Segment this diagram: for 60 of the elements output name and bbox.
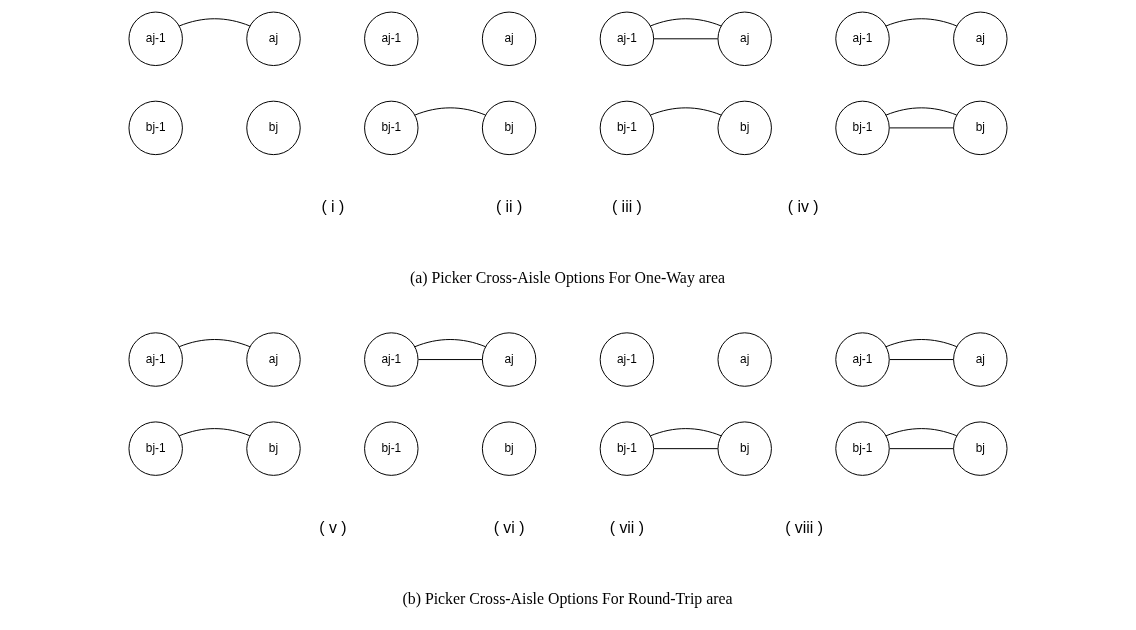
connector (889, 359, 954, 361)
connector (178, 18, 251, 27)
label: (a) Picker Cross-Aisle Options For One-Way area (409, 269, 726, 287)
label: ( iv ) (787, 197, 819, 215)
connector (417, 359, 483, 361)
node-circle: aj-1 (128, 332, 183, 387)
node-circle: aj-1 (364, 11, 419, 67)
node-circle: aj-1 (599, 11, 655, 67)
connector (414, 107, 486, 116)
node-circle: aj (481, 332, 537, 387)
node-circle: bj-1 (835, 100, 890, 156)
node-circle: aj-1 (599, 332, 655, 387)
label: ( i ) (321, 197, 345, 215)
connector (889, 448, 954, 450)
connector (653, 448, 719, 450)
node-circle: bj-1 (364, 421, 419, 476)
node-circle: aj (246, 332, 301, 387)
node-circle: bj (246, 100, 301, 156)
node-circle: aj (246, 11, 301, 67)
node-circle: bj-1 (128, 100, 183, 156)
label: ( viii ) (785, 518, 824, 536)
label: ( iii ) (611, 197, 642, 215)
node-circle: bj (717, 100, 772, 156)
node-circle: bj (717, 421, 772, 476)
node-circle: bj (953, 100, 1008, 156)
node-circle: bj (953, 421, 1008, 476)
label: ( vi ) (493, 518, 525, 536)
node-circle: bj-1 (599, 421, 655, 476)
label: ( v ) (319, 518, 347, 536)
connector (885, 428, 958, 437)
node-circle: bj-1 (364, 100, 419, 156)
label: ( vii ) (609, 518, 645, 536)
connector (649, 428, 722, 437)
connector (885, 18, 958, 27)
label: ( ii ) (495, 197, 523, 215)
connector (885, 339, 958, 348)
connector (653, 38, 719, 40)
connector (649, 107, 722, 116)
node-circle: aj (717, 11, 772, 67)
node-circle: aj (953, 332, 1008, 387)
node-circle: aj (717, 332, 772, 387)
node-circle: aj-1 (128, 11, 183, 67)
node-circle: bj-1 (128, 421, 183, 476)
node-circle: bj (481, 100, 537, 156)
node-circle: aj (481, 11, 537, 67)
connector (178, 428, 251, 437)
node-circle: bj (246, 421, 301, 476)
connector (885, 107, 958, 116)
node-circle: aj-1 (835, 332, 890, 387)
node-circle: bj-1 (835, 421, 890, 476)
node-circle: bj-1 (599, 100, 655, 156)
connector (889, 127, 954, 129)
node-circle: aj (953, 11, 1008, 67)
node-circle: aj-1 (835, 11, 890, 67)
node-circle: aj-1 (364, 332, 419, 387)
connector (178, 339, 251, 348)
node-circle: bj (481, 421, 537, 476)
connector (414, 339, 486, 348)
label: (b) Picker Cross-Aisle Options For Round-Trip area (402, 589, 733, 607)
connector (649, 18, 722, 27)
